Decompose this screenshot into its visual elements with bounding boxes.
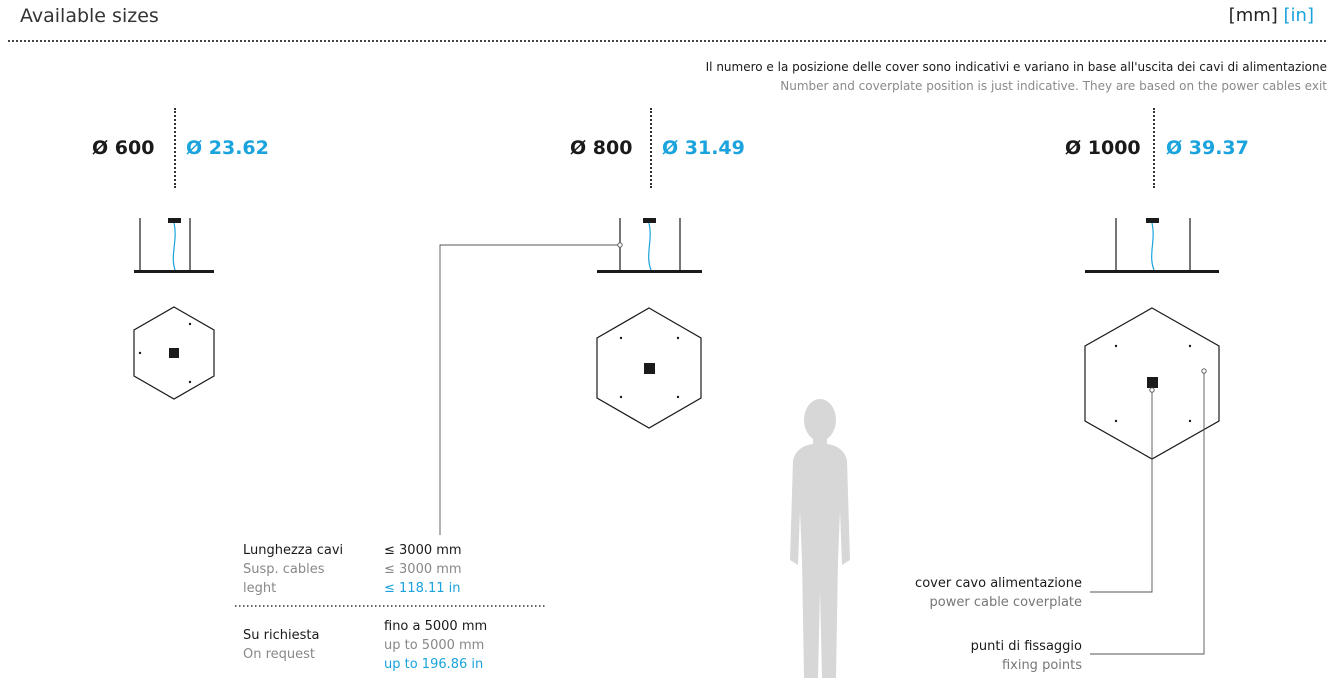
cable-table-row2-labels: Su richiesta On request bbox=[243, 626, 319, 664]
cable-length-label-it: Lunghezza cavi bbox=[243, 543, 344, 558]
hexagon-600 bbox=[133, 306, 215, 400]
hexagon-800 bbox=[596, 307, 702, 429]
cable-length-label-en1: Susp. cables bbox=[243, 562, 325, 577]
cable-table-row2-values: fino a 5000 mm up to 5000 mm up to 196.8… bbox=[384, 617, 487, 674]
cable-length-leader bbox=[439, 242, 623, 535]
cable-length-value-in: ≤ 118.11 in bbox=[384, 581, 461, 596]
size-800-mm: Ø 800 bbox=[570, 137, 633, 159]
fixing-leader bbox=[1090, 368, 1207, 655]
note-italian: Il numero e la posizione delle cover son… bbox=[705, 60, 1327, 74]
size-600-mm: Ø 600 bbox=[92, 137, 155, 159]
size-1000-divider bbox=[1153, 108, 1155, 188]
units-mm: [mm] bbox=[1228, 5, 1278, 26]
fixing-label-it: punti di fissaggio bbox=[970, 639, 1082, 654]
cable-length-value-mm: ≤ 3000 mm bbox=[384, 543, 462, 558]
size-600-in: Ø 23.62 bbox=[186, 137, 269, 159]
size-800-in: Ø 31.49 bbox=[662, 137, 745, 159]
size-1000-mm: Ø 1000 bbox=[1065, 137, 1141, 159]
size-800-divider bbox=[650, 108, 652, 188]
on-request-label-en: On request bbox=[243, 647, 316, 662]
on-request-value-in: up to 196.86 in bbox=[384, 657, 484, 672]
coverplate-label-it: cover cavo alimentazione bbox=[915, 576, 1082, 591]
cable-table-row1-labels: Lunghezza cavi Susp. cables leght bbox=[243, 541, 343, 598]
units-legend: [mm] [in] bbox=[1229, 5, 1314, 26]
coverplate-callout: cover cavo alimentazione power cable cov… bbox=[915, 574, 1082, 612]
fixing-label-en: fixing points bbox=[1001, 658, 1082, 673]
cable-table-row1-values: ≤ 3000 mm ≤ 3000 mm ≤ 118.11 in bbox=[384, 541, 462, 598]
human-silhouette bbox=[790, 399, 850, 678]
cable-length-label-en2: leght bbox=[243, 581, 277, 596]
side-view-800 bbox=[597, 218, 702, 273]
on-request-label-it: Su richiesta bbox=[243, 628, 320, 643]
units-in: [in] bbox=[1283, 5, 1314, 26]
header-divider bbox=[8, 40, 1326, 42]
size-600-divider bbox=[174, 108, 176, 188]
coverplate-label-en: power cable coverplate bbox=[929, 595, 1082, 610]
on-request-value-en: up to 5000 mm bbox=[384, 638, 485, 653]
side-view-1000 bbox=[1085, 218, 1219, 273]
on-request-value-it: fino a 5000 mm bbox=[384, 619, 488, 634]
note-english: Number and coverplate position is just i… bbox=[780, 79, 1327, 93]
cable-length-value-mm-en: ≤ 3000 mm bbox=[384, 562, 462, 577]
side-view-600 bbox=[134, 218, 214, 273]
size-1000-in: Ø 39.37 bbox=[1166, 137, 1249, 159]
coverplate-leader bbox=[1090, 387, 1155, 593]
fixing-callout: punti di fissaggio fixing points bbox=[971, 637, 1082, 675]
page-title: Available sizes bbox=[20, 5, 159, 27]
